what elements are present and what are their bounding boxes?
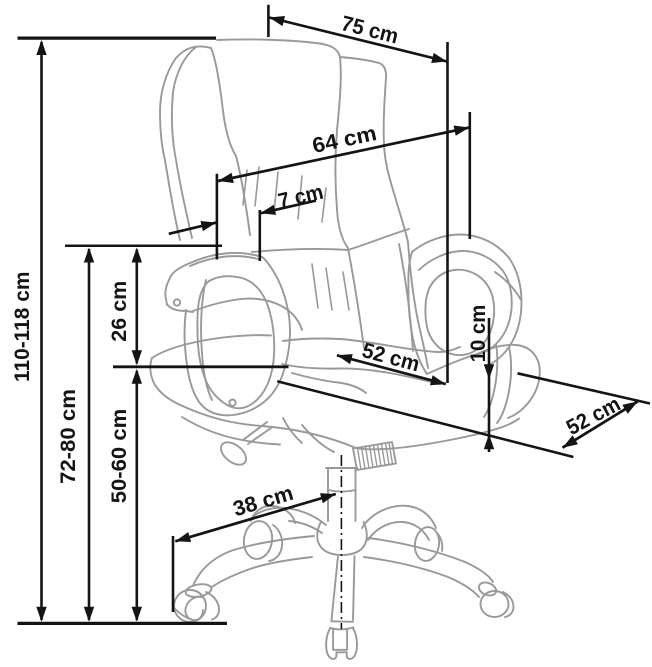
svg-text:50-60 cm: 50-60 cm: [107, 409, 131, 504]
svg-text:110-118 cm: 110-118 cm: [10, 272, 34, 383]
svg-text:26 cm: 26 cm: [107, 281, 131, 342]
svg-text:72-80 cm: 72-80 cm: [56, 389, 80, 484]
svg-text:10 cm: 10 cm: [466, 305, 490, 363]
